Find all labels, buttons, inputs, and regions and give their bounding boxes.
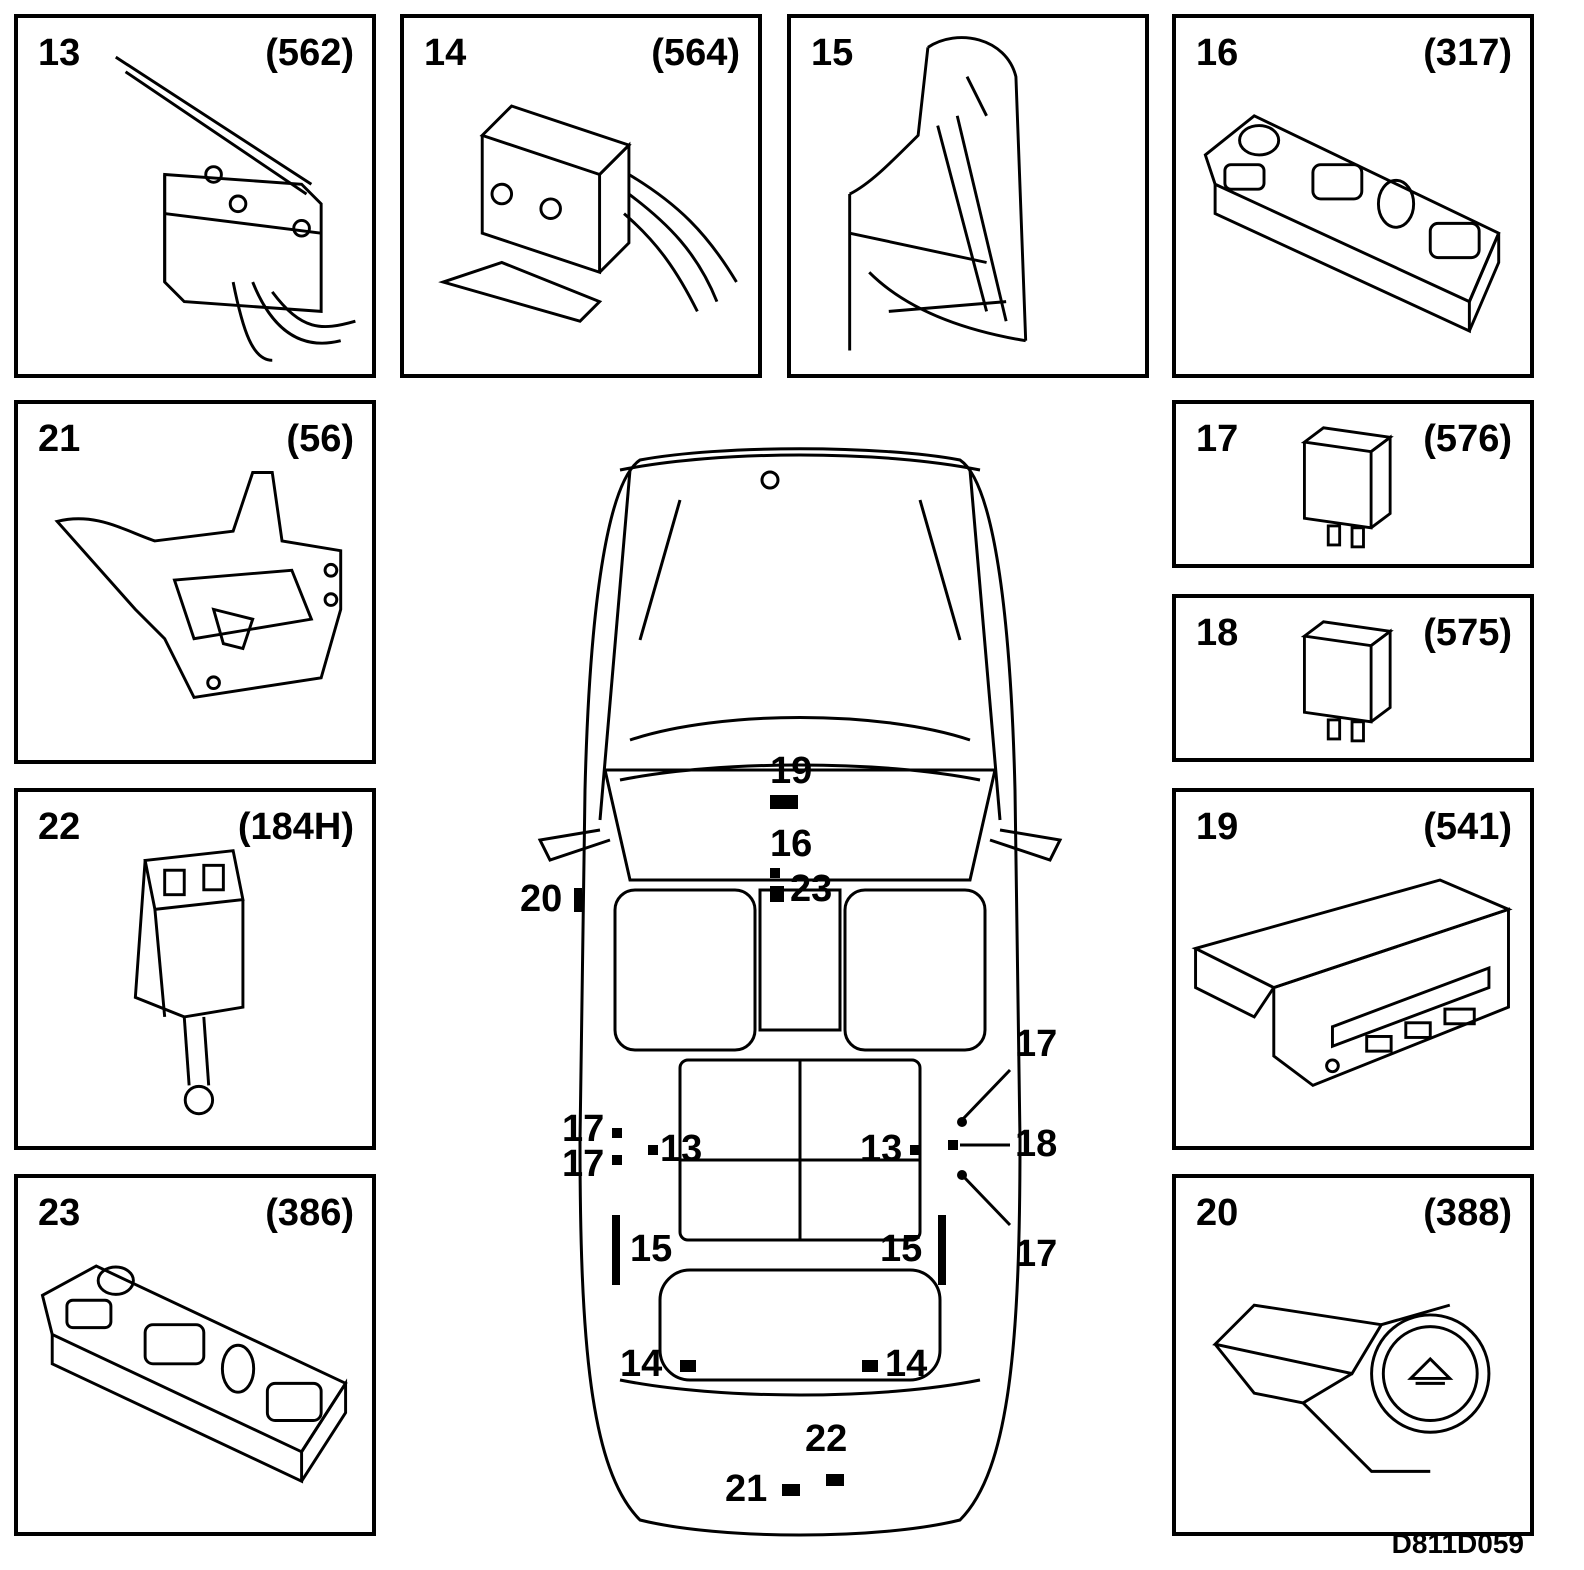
callout-13-left: 13 bbox=[660, 1128, 703, 1170]
marker-17b bbox=[612, 1155, 622, 1165]
panel-number: 16 bbox=[1196, 32, 1239, 74]
marker-21 bbox=[782, 1484, 800, 1496]
marker-22 bbox=[826, 1474, 844, 1486]
marker-20 bbox=[574, 888, 582, 912]
panel-number: 13 bbox=[38, 32, 81, 74]
panel-component-15: 15 bbox=[787, 14, 1149, 378]
callout-13-right: 13 bbox=[860, 1128, 903, 1170]
panel-code: (184H) bbox=[237, 806, 354, 848]
panel-component-19: 19 (541) bbox=[1172, 788, 1534, 1150]
drawing-reference: D811D059 bbox=[1391, 1528, 1524, 1559]
panel-number: 20 bbox=[1196, 1192, 1239, 1234]
panel-component-17: 17 (576) bbox=[1172, 400, 1534, 568]
relay-illustration bbox=[1300, 426, 1394, 549]
panel-component-21: 21 (56) bbox=[14, 400, 376, 764]
callout-14-right: 14 bbox=[885, 1343, 928, 1385]
marker-14a bbox=[680, 1360, 696, 1372]
door-trim-illustration bbox=[848, 36, 1028, 351]
panel-code: (56) bbox=[286, 418, 354, 460]
callout-23: 23 bbox=[790, 868, 833, 910]
panel-code: (562) bbox=[265, 32, 354, 74]
callout-19: 19 bbox=[770, 750, 813, 792]
panel-code: (576) bbox=[1423, 418, 1512, 460]
panel-number: 23 bbox=[38, 1192, 81, 1234]
callout-20: 20 bbox=[520, 878, 563, 920]
marker-13a bbox=[648, 1145, 658, 1155]
panel-code: (541) bbox=[1423, 806, 1512, 848]
marker-19 bbox=[770, 795, 798, 809]
callout-17-right-top: 17 bbox=[1015, 1023, 1058, 1065]
lock-switch-illustration bbox=[133, 849, 245, 1116]
marker-18 bbox=[948, 1140, 958, 1150]
panel-code: (317) bbox=[1423, 32, 1512, 74]
panel-number: 17 bbox=[1196, 418, 1239, 460]
panel-component-20: 20 (388) bbox=[1172, 1174, 1534, 1536]
car-outline-illustration bbox=[537, 447, 1063, 1537]
marker-23 bbox=[770, 886, 784, 902]
marker-15b bbox=[938, 1215, 946, 1285]
connector-illustration bbox=[438, 104, 738, 323]
panel-code: (388) bbox=[1423, 1192, 1512, 1234]
panel-component-18: 18 (575) bbox=[1172, 594, 1534, 762]
panel-number: 22 bbox=[38, 806, 81, 848]
panel-component-23: 23 (386) bbox=[14, 1174, 376, 1536]
callout-21: 21 bbox=[725, 1468, 768, 1510]
panel-component-14: 14 (564) bbox=[400, 14, 762, 378]
marker-14b bbox=[862, 1360, 878, 1372]
marker-17a bbox=[612, 1128, 622, 1138]
window-switch-illustration bbox=[1203, 114, 1501, 334]
display-unit-illustration bbox=[1191, 878, 1513, 1088]
microswitch-illustration bbox=[114, 55, 356, 362]
callout-15-right: 15 bbox=[880, 1228, 923, 1270]
callout-18: 18 bbox=[1015, 1123, 1058, 1165]
callout-14-left: 14 bbox=[620, 1343, 663, 1385]
panel-code: (386) bbox=[265, 1192, 354, 1234]
panel-code: (564) bbox=[651, 32, 740, 74]
relay-illustration bbox=[1300, 620, 1394, 743]
panel-component-16: 16 (317) bbox=[1172, 14, 1534, 378]
panel-number: 18 bbox=[1196, 612, 1239, 654]
panel-number: 14 bbox=[424, 32, 467, 74]
callout-16: 16 bbox=[770, 823, 813, 865]
panel-component-13: 13 (562) bbox=[14, 14, 376, 378]
callout-17-left-bottom: 17 bbox=[562, 1143, 605, 1185]
panel-number: 19 bbox=[1196, 806, 1239, 848]
callout-17-right-bottom: 17 bbox=[1015, 1233, 1058, 1275]
panel-code: (575) bbox=[1423, 612, 1512, 654]
hazard-switch-illustration bbox=[1212, 1303, 1491, 1473]
marker-16 bbox=[770, 868, 780, 878]
callout-17-left-top: 17 bbox=[562, 1108, 605, 1150]
callout-22: 22 bbox=[805, 1418, 848, 1460]
car-top-view bbox=[520, 440, 1080, 1550]
panel-number: 21 bbox=[38, 418, 81, 460]
callout-15-left: 15 bbox=[630, 1228, 673, 1270]
marker-13b bbox=[910, 1145, 920, 1155]
panel-component-22: 22 (184H) bbox=[14, 788, 376, 1150]
panel-number: 15 bbox=[811, 32, 854, 74]
trunk-lock-illustration bbox=[54, 471, 343, 700]
window-switch-illustration bbox=[40, 1264, 348, 1484]
marker-15a bbox=[612, 1215, 620, 1285]
